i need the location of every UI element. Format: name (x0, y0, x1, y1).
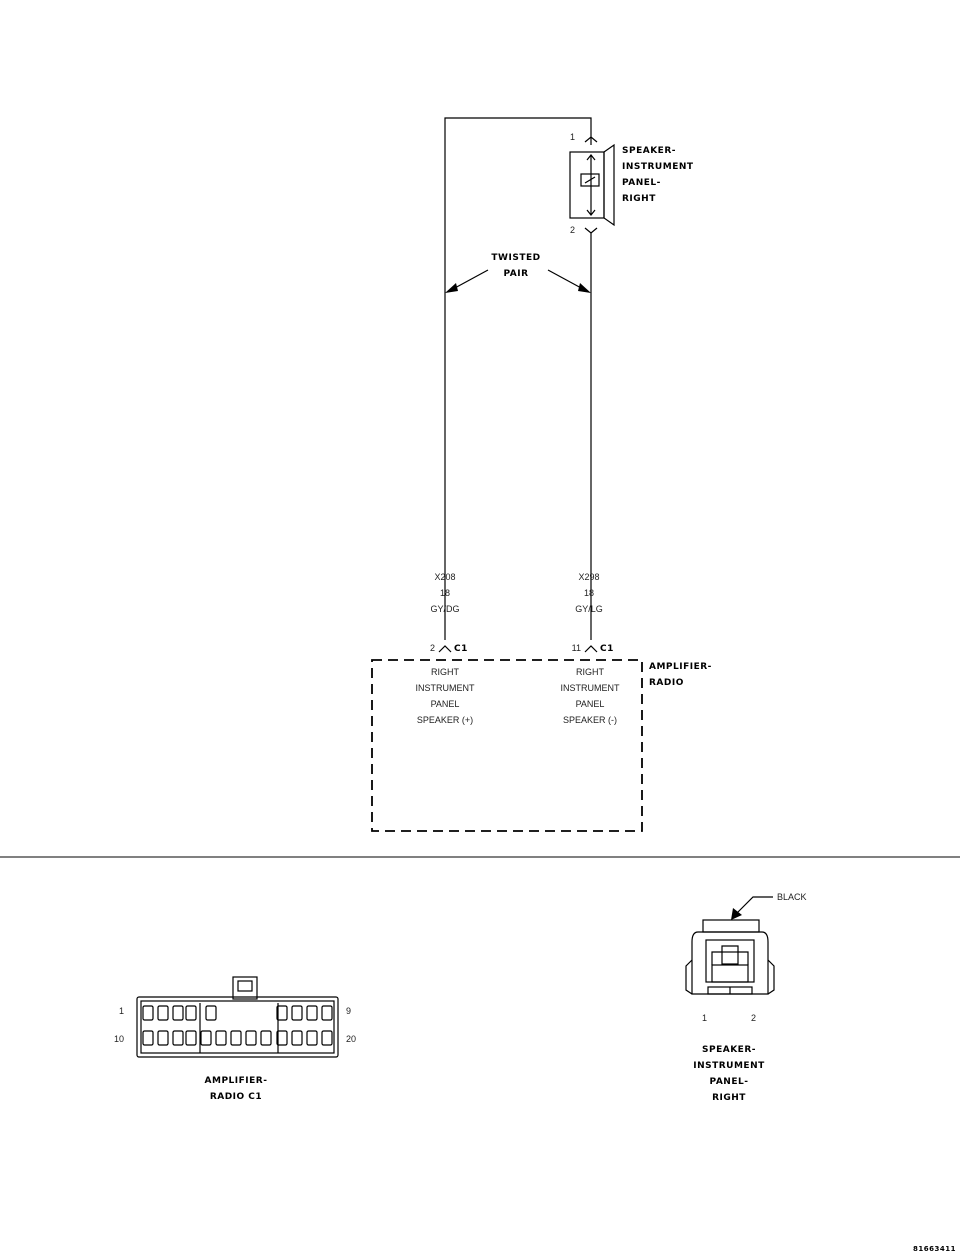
speaker-pin2-terminal (584, 227, 598, 234)
c1-cavity (306, 1005, 318, 1021)
c1-cavity (142, 1030, 154, 1046)
twisted-pair-note: TWISTED PAIR (445, 253, 591, 293)
speaker-connector-view: BLACK 1 2 SPEAKER- INSTRUMENT PANEL- RIG… (685, 892, 807, 1103)
svg-text:X208: X208 (434, 572, 455, 582)
c1-label-1: AMPLIFIER- (205, 1076, 268, 1086)
figure-id: 81663411 (913, 1245, 956, 1253)
c1-cavity (306, 1030, 318, 1046)
speaker-label: SPEAKER- INSTRUMENT PANEL- RIGHT (622, 146, 694, 204)
svg-text:GY/DG: GY/DG (430, 604, 459, 614)
speaker-connector-pin2: 2 (751, 1013, 756, 1023)
svg-text:RIGHT: RIGHT (576, 667, 605, 677)
c1-cavity (291, 1030, 303, 1046)
wire-right-code: X298 18 GY/LG (575, 572, 603, 614)
speaker-connector-label-1: SPEAKER- (702, 1045, 756, 1055)
c1-cavity (321, 1030, 333, 1046)
amp-pin-right-terminal (584, 645, 598, 653)
speaker-pin1-terminal (584, 136, 598, 143)
c1-cavity (321, 1005, 333, 1021)
speaker-connector-label-4: RIGHT (712, 1093, 746, 1103)
amplifier-box (371, 659, 643, 832)
amp-pin-left-terminal (438, 645, 452, 653)
svg-text:18: 18 (440, 588, 450, 598)
c1-pin-9: 9 (346, 1006, 351, 1016)
wire-left-code: X208 18 GY/DG (430, 572, 459, 614)
c1-cavity (142, 1005, 154, 1021)
amplifier-label: AMPLIFIER- RADIO (649, 662, 712, 688)
c1-cavities (142, 1005, 333, 1046)
amp-conn-left: C1 (454, 644, 468, 654)
svg-text:SPEAKER-: SPEAKER- (622, 146, 676, 156)
svg-text:INSTRUMENT: INSTRUMENT (622, 162, 694, 172)
svg-text:RADIO: RADIO (649, 678, 684, 688)
speaker-connector-label-3: PANEL- (710, 1077, 749, 1087)
c1-cavity (276, 1005, 288, 1021)
c1-pin-1: 1 (119, 1006, 124, 1016)
c1-cavity (245, 1030, 257, 1046)
c1-cavity (276, 1030, 288, 1046)
c1-cavity (291, 1005, 303, 1021)
svg-text:SPEAKER (+): SPEAKER (+) (417, 715, 473, 725)
amp-conn-right: C1 (600, 644, 614, 654)
wire-left (444, 117, 592, 640)
c1-cavity (157, 1030, 169, 1046)
svg-text:PANEL: PANEL (431, 699, 460, 709)
c1-cavity (205, 1005, 217, 1021)
c1-cavity (172, 1030, 184, 1046)
amplifier-c1-connector-view: 1 9 10 20 AMPLIFIER- RADIO C1 (114, 976, 356, 1102)
c1-cavity (185, 1005, 197, 1021)
amp-func-left: RIGHT INSTRUMENT PANEL SPEAKER (+) (416, 667, 475, 725)
c1-cavity (260, 1030, 272, 1046)
svg-text:PANEL: PANEL (576, 699, 605, 709)
c1-label-2: RADIO C1 (210, 1092, 262, 1102)
svg-text:GY/LG: GY/LG (575, 604, 603, 614)
c1-cavity (200, 1030, 212, 1046)
amp-pin-left: 2 (430, 643, 435, 653)
svg-text:AMPLIFIER-: AMPLIFIER- (649, 662, 712, 672)
svg-text:PANEL-: PANEL- (622, 178, 661, 188)
c1-pin-10: 10 (114, 1034, 124, 1044)
speaker-connector-label-2: INSTRUMENT (693, 1061, 765, 1071)
svg-text:INSTRUMENT: INSTRUMENT (416, 683, 475, 693)
svg-text:SPEAKER (-): SPEAKER (-) (563, 715, 617, 725)
svg-text:RIGHT: RIGHT (431, 667, 460, 677)
speaker-symbol (569, 143, 615, 227)
speaker-connector-pin1: 1 (702, 1013, 707, 1023)
svg-text:INSTRUMENT: INSTRUMENT (561, 683, 620, 693)
c1-cavity (185, 1030, 197, 1046)
svg-text:RIGHT: RIGHT (622, 194, 656, 204)
amp-func-right: RIGHT INSTRUMENT PANEL SPEAKER (-) (561, 667, 620, 725)
svg-text:PAIR: PAIR (503, 269, 528, 279)
c1-cavity (215, 1030, 227, 1046)
svg-text:18: 18 (584, 588, 594, 598)
amp-pin-right: 11 (572, 643, 581, 653)
c1-cavity (157, 1005, 169, 1021)
speaker-pin2-label: 2 (570, 225, 575, 235)
speaker-connector-color: BLACK (777, 892, 807, 902)
svg-text:TWISTED: TWISTED (491, 253, 540, 263)
c1-pin-20: 20 (346, 1034, 356, 1044)
c1-cavity (172, 1005, 184, 1021)
svg-text:X298: X298 (578, 572, 599, 582)
speaker-pin1-label: 1 (570, 132, 575, 142)
c1-cavity (230, 1030, 242, 1046)
schematic: 1 2 SPEAKER- INSTRUMENT PANEL- RIGHT TWI… (371, 117, 712, 832)
